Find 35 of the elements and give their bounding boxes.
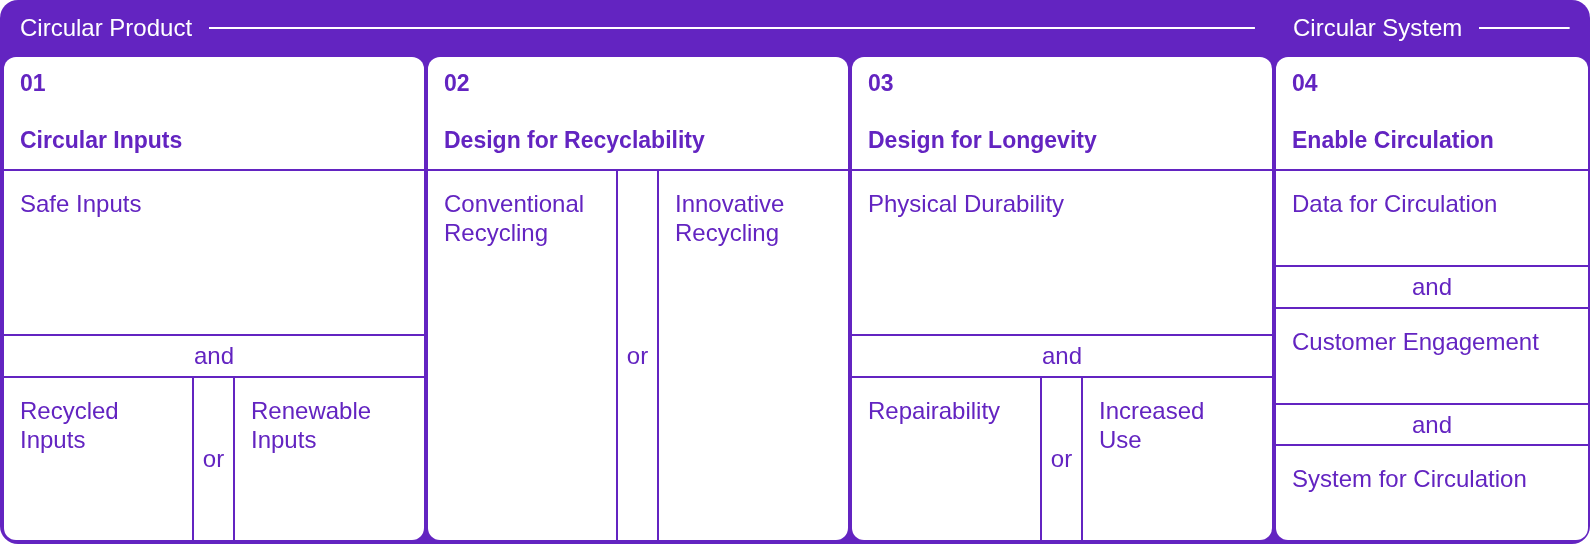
conjunction-column: [616, 169, 659, 540]
cell-text: Customer Engagement: [1292, 327, 1539, 356]
cell-text: Recycled Inputs: [20, 396, 120, 454]
cell-text: Innovative Recycling: [675, 189, 786, 247]
conjunction-text: and: [1411, 273, 1452, 301]
section-heading: Circular Product: [20, 14, 193, 42]
cell-text: Data for Circulation: [1292, 189, 1498, 218]
conjunction-column: [192, 376, 235, 540]
conjunction-text: or: [1050, 445, 1073, 473]
cell-text: Safe Inputs: [20, 189, 142, 218]
card-number: 01: [20, 69, 46, 97]
card-title: Design for Recyclability: [444, 126, 705, 154]
category-card: [1276, 57, 1588, 540]
conjunction-text: and: [1041, 342, 1082, 370]
category-card: [428, 57, 848, 540]
category-card: [4, 57, 424, 540]
conjunction-column: [1040, 376, 1083, 540]
card-title: Design for Longevity: [868, 126, 1097, 154]
cell-text: Increased Use: [1099, 396, 1206, 454]
conjunction-text: or: [626, 341, 649, 370]
conjunction-text: and: [193, 342, 234, 370]
card-title: Enable Circulation: [1292, 126, 1494, 154]
conjunction-text: and: [1411, 410, 1452, 439]
card-number: 04: [1292, 69, 1318, 97]
section-heading: Circular System: [1293, 14, 1463, 42]
cell-text: Renewable Inputs: [251, 396, 373, 454]
card-title: Circular Inputs: [20, 126, 183, 154]
card-number: 03: [868, 69, 894, 97]
category-card: [852, 57, 1272, 540]
conjunction-text: or: [202, 445, 225, 473]
cell-text: Conventional Recycling: [444, 189, 586, 247]
cell-text: Repairability: [868, 396, 1001, 425]
cell-text: Physical Durability: [868, 189, 1065, 218]
cell-text: System for Circulation: [1292, 464, 1527, 493]
card-number: 02: [444, 69, 470, 97]
